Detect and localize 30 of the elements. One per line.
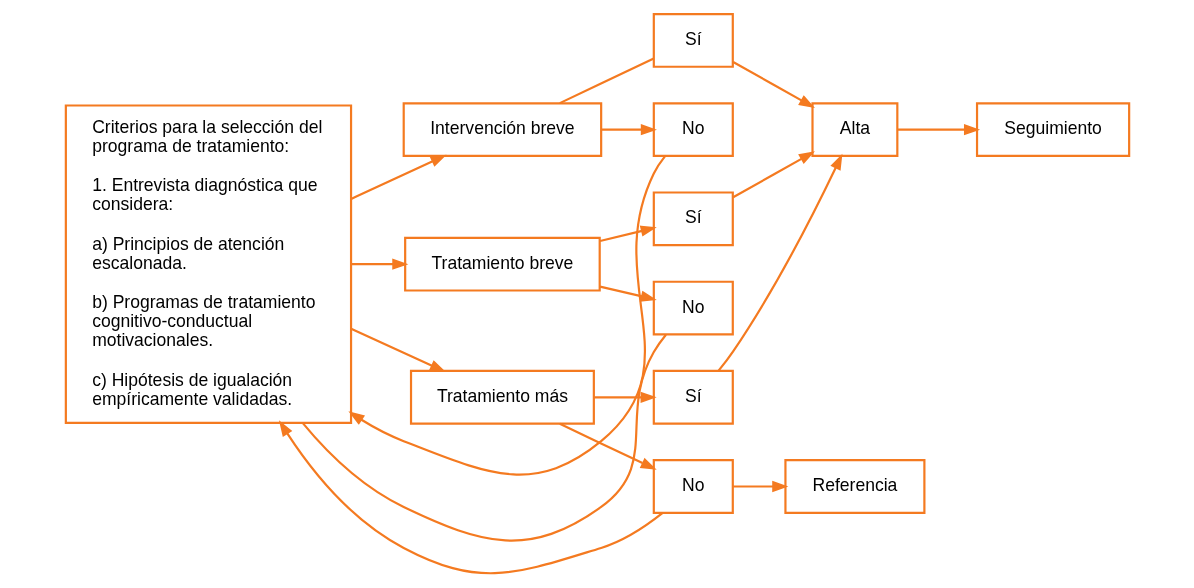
connector <box>301 334 667 542</box>
node-box: Intervención breve <box>402 102 602 158</box>
connector <box>558 57 654 105</box>
node-box: Tratamiento más <box>409 369 595 425</box>
node-box: Tratamiento breve <box>403 236 601 292</box>
node-box: No <box>652 102 734 158</box>
arrow <box>593 391 657 403</box>
arrow <box>558 422 657 470</box>
node-box: Referencia <box>783 459 925 514</box>
arrow <box>717 153 842 372</box>
arrow <box>278 420 663 575</box>
arrow <box>350 154 447 200</box>
arrow <box>732 151 815 199</box>
node-box: Criterios para la selección del programa de tratamiento: 1. Entrevista diagnóstica que considera: a) Principios de atención escalonada. b) Programas de tratamiento cognitivo-conductual motivacionales. c) Hipótesis de igualación empíricamente validadas. <box>64 104 352 424</box>
arrow <box>600 124 657 136</box>
node-box: No <box>652 280 734 336</box>
arrow <box>599 285 657 302</box>
node-box: Sí <box>652 369 734 425</box>
arrow <box>897 124 980 136</box>
node-box: Sí <box>652 191 734 247</box>
arrow <box>347 155 666 476</box>
arrow <box>350 327 446 373</box>
arrow <box>732 61 815 108</box>
node-box: No <box>652 459 734 514</box>
arrow <box>732 480 788 493</box>
arrow <box>599 225 657 243</box>
node-box: Seguimiento <box>975 102 1130 158</box>
node-box: Sí <box>652 13 734 68</box>
node-box: Alta <box>810 102 898 158</box>
arrow <box>350 258 408 270</box>
